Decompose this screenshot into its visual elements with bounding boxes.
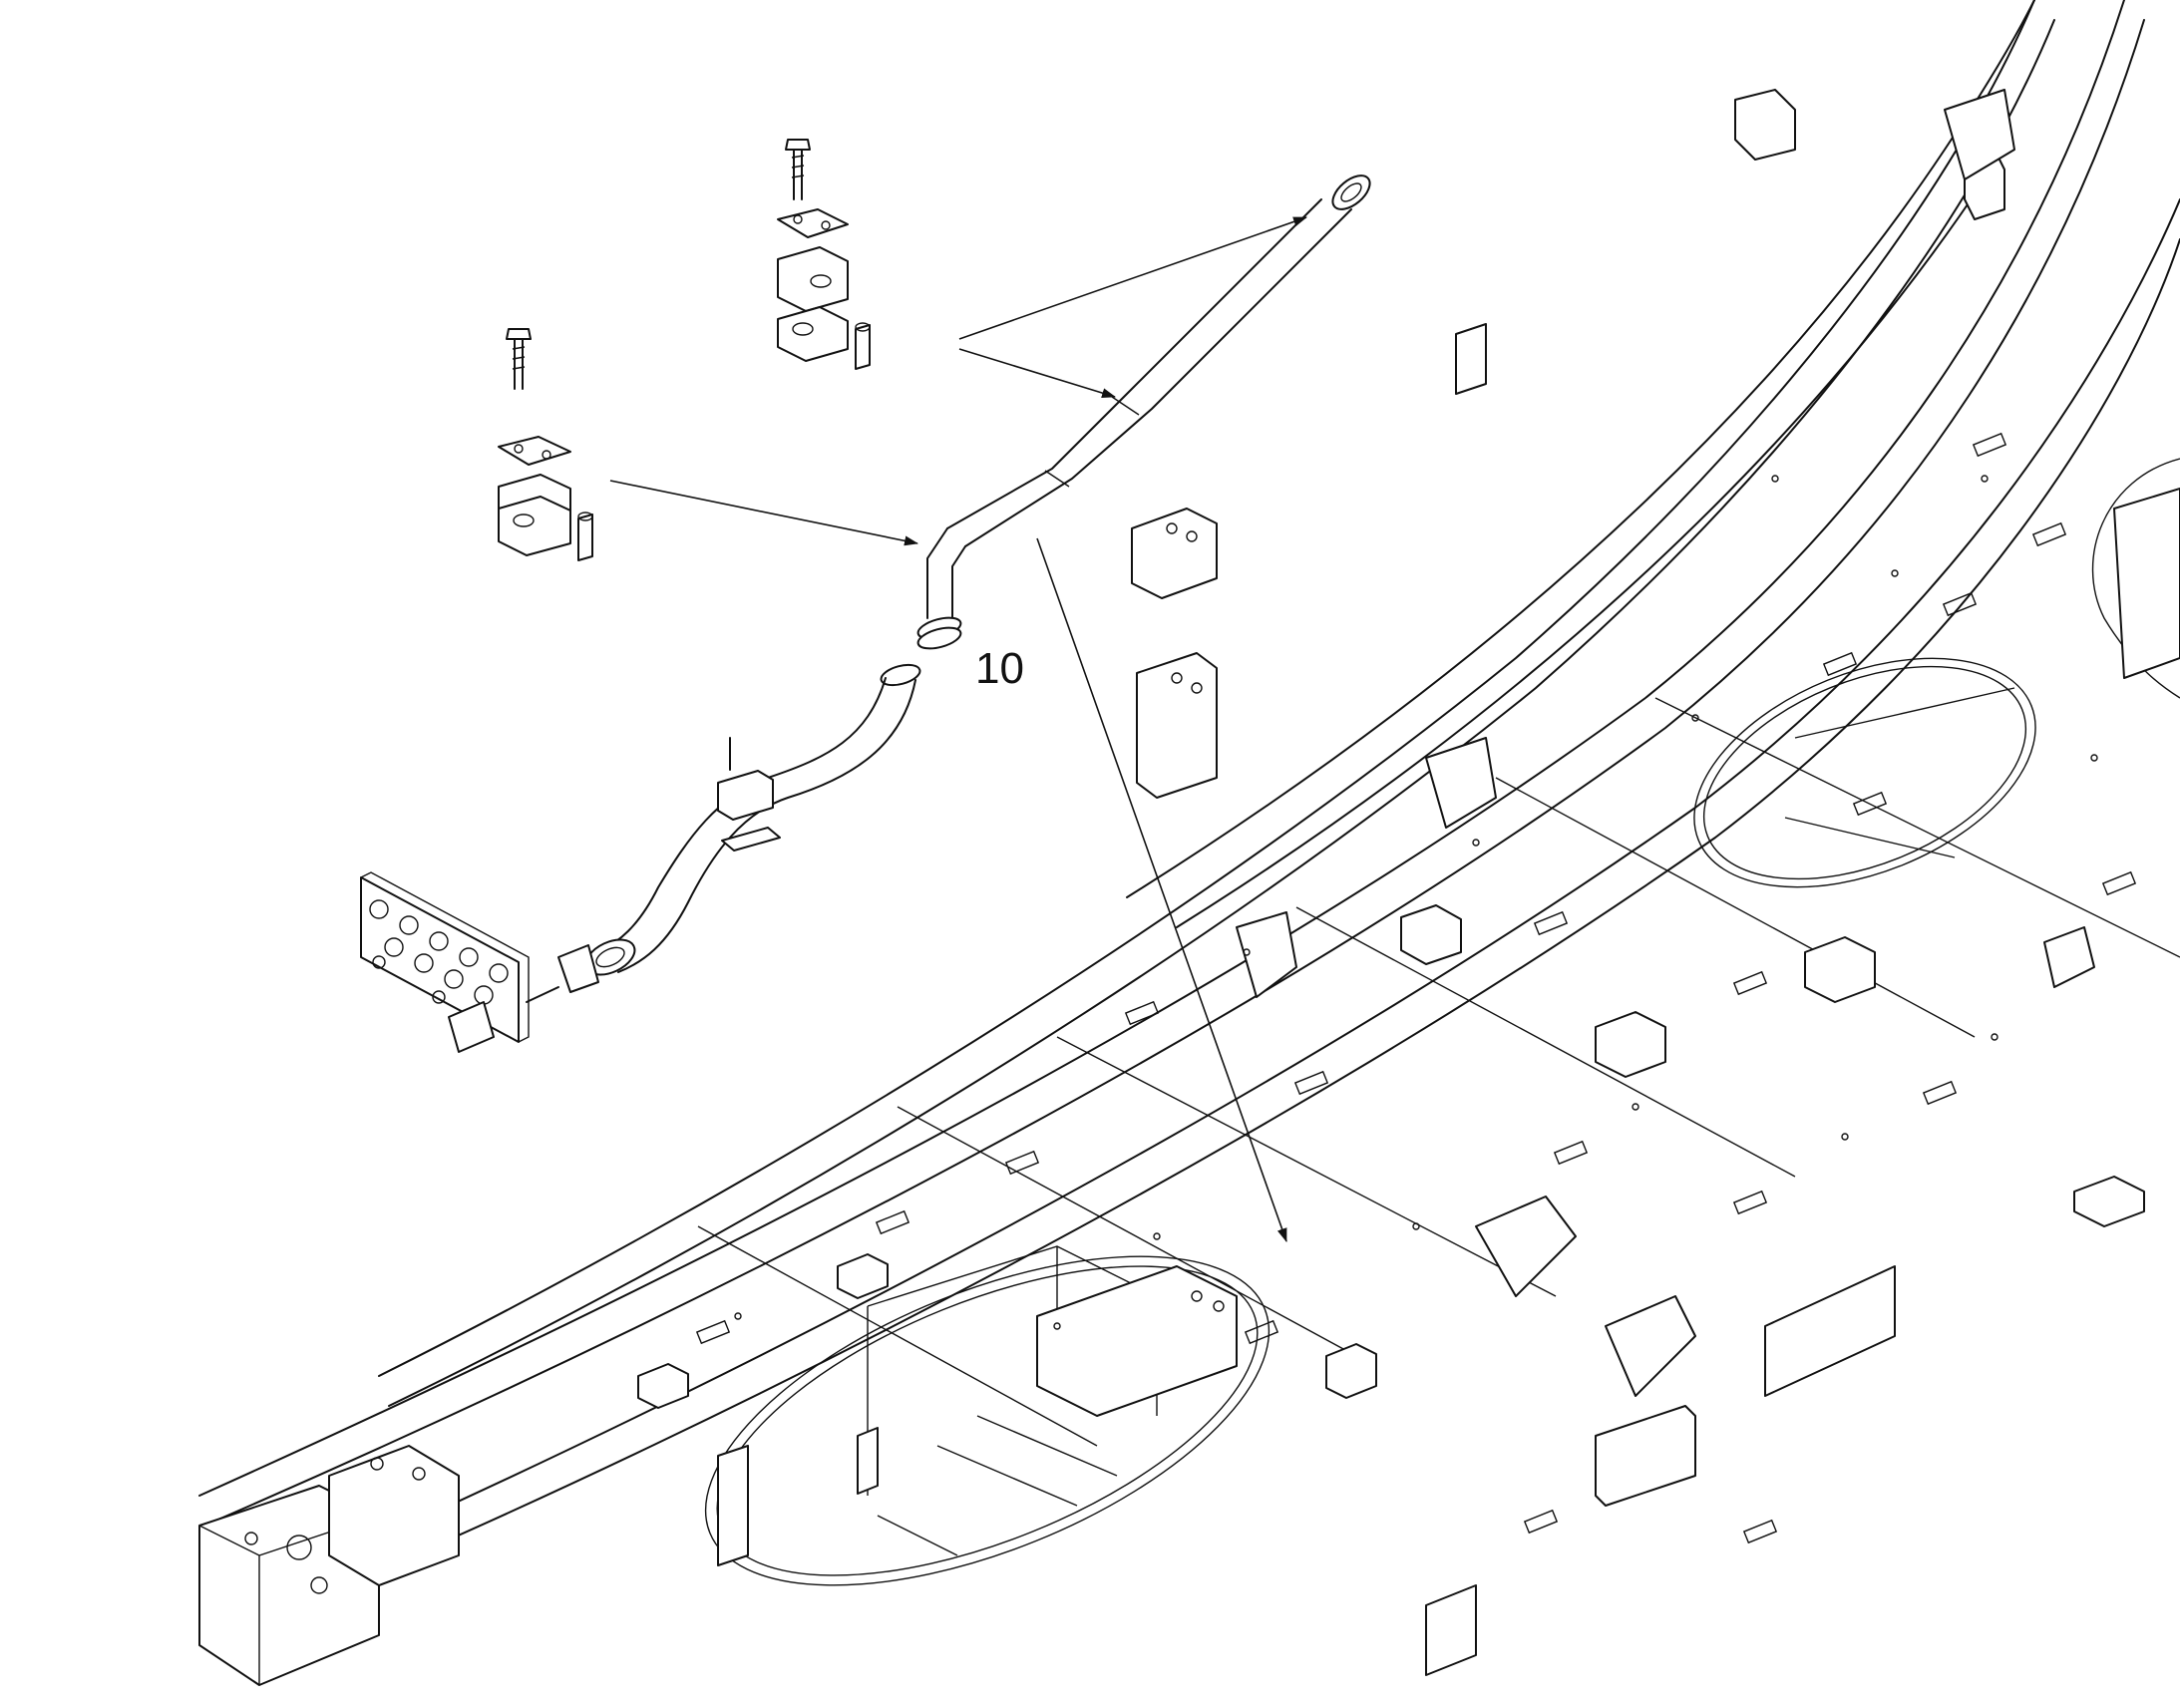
leader-arrows	[609, 216, 1307, 1242]
clamp-set-lower	[498, 328, 593, 561]
clamp-set-upper	[777, 139, 871, 370]
callout-label: 10	[975, 644, 1024, 693]
hose-assembly	[360, 174, 1371, 1053]
machine-frame	[198, 0, 2180, 1686]
